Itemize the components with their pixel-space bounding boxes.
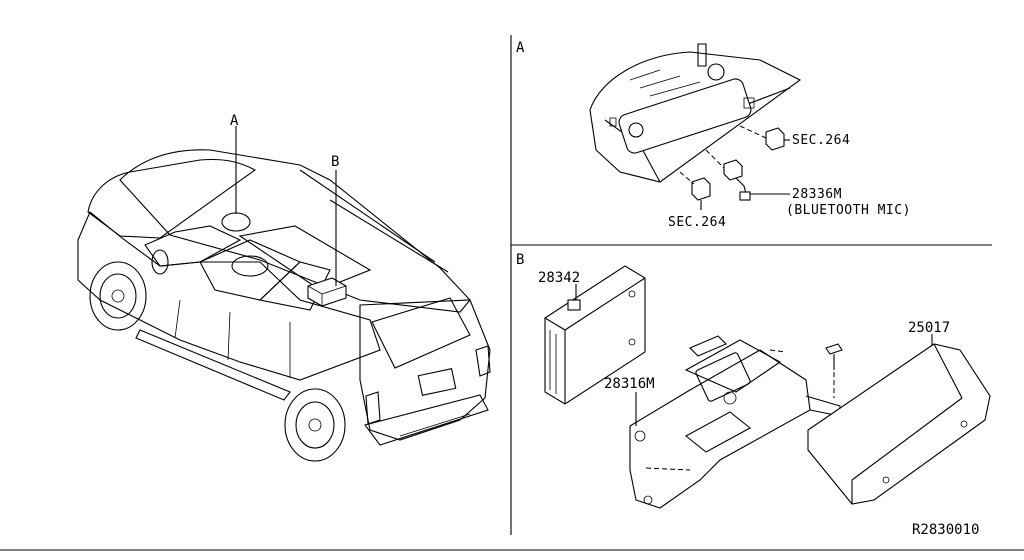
part-label-unit: 28342 — [538, 270, 580, 286]
callout-a-label: A — [230, 113, 239, 129]
overhead-console — [589, 43, 802, 183]
bolt — [825, 343, 843, 398]
part-label-cover: 25017 — [908, 320, 950, 336]
panel-a-letter: A — [516, 40, 525, 56]
drawing-number: R2830010 — [912, 522, 979, 538]
part-label-mic-desc: (BLUETOOTH MIC) — [786, 203, 911, 218]
control-unit — [544, 265, 646, 405]
sec-label-top: SEC.264 — [792, 133, 850, 148]
connector-sec-bottom — [679, 171, 711, 210]
part-label-bracket: 28316M — [604, 376, 655, 392]
cover-panel — [807, 343, 991, 505]
connector-sec-top — [739, 125, 790, 151]
sec-label-bottom: SEC.264 — [668, 215, 726, 230]
vehicle-illustration — [77, 149, 491, 462]
panel-b-letter: B — [516, 252, 524, 268]
bluetooth-mic — [705, 149, 790, 201]
part-label-mic: 28336M — [792, 187, 842, 202]
mounting-bracket — [629, 335, 841, 509]
callout-b-label: B — [331, 154, 339, 170]
frame-lines — [0, 35, 1024, 551]
